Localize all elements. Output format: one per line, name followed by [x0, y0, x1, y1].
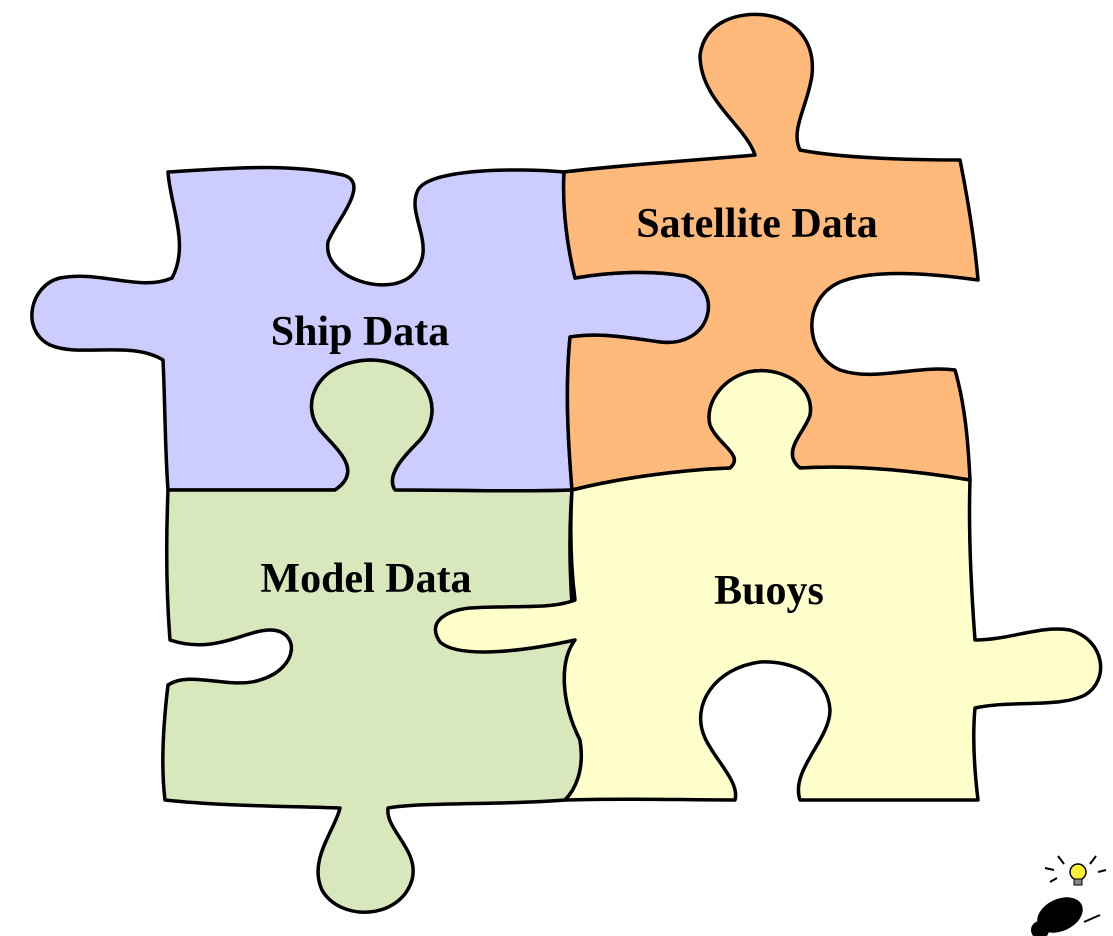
buoys-label: Buoys	[714, 568, 824, 614]
model-data-piece	[161, 358, 584, 914]
lightbulb-figure-icon	[1018, 850, 1113, 936]
satellite-data-label: Satellite Data	[636, 201, 877, 247]
model-data-label: Model Data	[260, 556, 471, 602]
satellite-data-piece	[561, 12, 980, 492]
buoys-piece	[433, 368, 1103, 802]
ship-data-label: Ship Data	[271, 309, 450, 355]
